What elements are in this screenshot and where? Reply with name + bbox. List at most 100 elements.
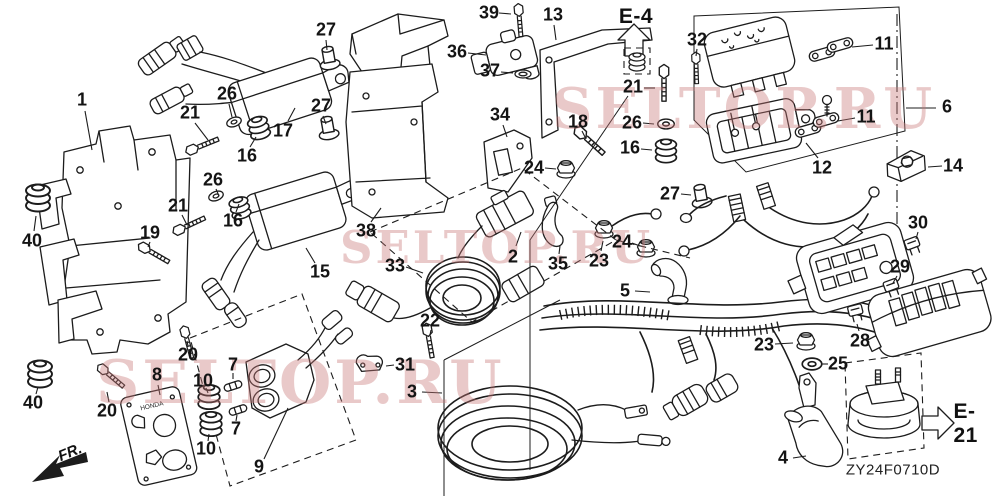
part-callout-18: 18 — [567, 111, 589, 132]
part-callout-27: 27 — [659, 183, 681, 204]
part-fusebox-open — [787, 221, 915, 315]
part-clip-31 — [355, 354, 384, 373]
bolt-icon — [691, 51, 702, 85]
part-fusebox-cover-lower — [866, 267, 992, 358]
part-e21-sensor — [847, 367, 921, 439]
bolt-icon — [94, 361, 127, 391]
collar-icon — [315, 114, 341, 142]
part-callout-26: 26 — [202, 169, 224, 190]
nut-icon — [796, 332, 816, 351]
part-callout-15: 15 — [309, 261, 331, 282]
washer-icon — [657, 118, 675, 130]
collar-icon — [316, 44, 342, 72]
part-fusebox-body — [705, 98, 816, 164]
ref-tag-e4: E-4 — [618, 5, 654, 28]
part-callout-25: 25 — [827, 353, 849, 374]
part-callout-26: 26 — [621, 112, 643, 133]
part-callout-21: 21 — [179, 102, 201, 123]
part-harness-12 — [678, 182, 880, 257]
washer-icon — [801, 357, 823, 371]
fuse-icon — [846, 302, 866, 324]
part-cable-2 — [457, 189, 545, 303]
part-terminal-arm — [798, 372, 817, 409]
part-callout-16: 16 — [236, 145, 258, 166]
part-callout-16: 16 — [619, 137, 641, 158]
part-callout-9: 9 — [253, 456, 265, 477]
part-callout-23: 23 — [753, 334, 775, 355]
part-callout-34: 34 — [489, 104, 511, 125]
part-callout-24: 24 — [523, 157, 545, 178]
bolt-icon — [658, 63, 670, 102]
grommet-icon — [628, 52, 646, 72]
bolt-icon — [513, 2, 526, 38]
bushing-icon — [199, 410, 223, 438]
bolt-icon — [183, 134, 221, 157]
part-sensor-36 — [470, 29, 540, 80]
part-tube-5 — [650, 257, 689, 306]
part-harness-main — [539, 208, 896, 421]
part-callout-33: 33 — [384, 255, 406, 276]
part-panel-8: HONDA — [120, 386, 198, 486]
part-callout-36: 36 — [446, 41, 468, 62]
part-battery-cable-3 — [437, 299, 671, 496]
part-socket-assembly-9 — [245, 309, 354, 419]
part-clip-nut-14 — [886, 149, 926, 183]
part-callout-10: 10 — [195, 438, 217, 459]
group-boundary — [368, 167, 691, 323]
part-callout-39: 39 — [478, 2, 500, 23]
fuse-link-icon — [811, 110, 841, 130]
part-boot-4 — [784, 405, 844, 468]
grommet-icon — [27, 359, 53, 389]
fuse-link-icon — [825, 35, 855, 55]
part-callout-2: 2 — [507, 246, 519, 267]
part-fusebox-cover-6 — [703, 16, 796, 98]
part-coil-15 — [201, 171, 360, 329]
grommet-icon — [654, 138, 678, 164]
part-callout-35: 35 — [547, 253, 569, 274]
part-callout-19: 19 — [139, 222, 161, 243]
part-callout-1: 1 — [76, 89, 88, 110]
part-callout-10: 10 — [192, 370, 214, 391]
part-coil-17 — [227, 57, 350, 136]
part-callout-28: 28 — [849, 330, 871, 351]
part-bracket-stay — [35, 125, 191, 355]
e4-ref-box — [623, 47, 651, 75]
part-callout-21: 21 — [167, 195, 189, 216]
part-callout-12: 12 — [811, 157, 833, 178]
part-callout-14: 14 — [942, 155, 964, 176]
leader-lines — [33, 12, 943, 460]
part-clamp-35 — [541, 195, 564, 248]
part-bracket-34 — [483, 129, 533, 193]
part-callout-23: 23 — [588, 250, 610, 271]
part-bracket-38 — [345, 13, 449, 219]
part-callout-11: 11 — [874, 33, 894, 54]
part-callout-6: 6 — [941, 96, 953, 117]
part-callout-5: 5 — [619, 280, 631, 301]
part-callout-27: 27 — [310, 95, 332, 116]
part-callout-16: 16 — [222, 210, 244, 231]
part-callout-8: 8 — [151, 364, 163, 385]
part-callout-40: 40 — [22, 392, 44, 413]
part-callout-13: 13 — [542, 4, 564, 25]
part-callout-30: 30 — [907, 212, 929, 233]
part-callout-31: 31 — [394, 354, 416, 375]
e21-arrow-icon — [921, 406, 955, 440]
part-callout-3: 3 — [406, 381, 418, 402]
part-link-7 — [223, 380, 243, 392]
part-callout-20: 20 — [177, 344, 199, 365]
part-harness-connectors — [137, 35, 281, 115]
part-link-7 — [228, 404, 248, 416]
fr-arrow-icon — [32, 452, 88, 482]
group-frame-6 — [693, 6, 906, 173]
part-callout-20: 20 — [96, 400, 118, 421]
part-coil-cable-33 — [345, 256, 501, 326]
grommet-icon — [25, 183, 51, 213]
part-callout-21: 21 — [622, 76, 644, 97]
part-callout-7: 7 — [227, 354, 239, 375]
nut-icon — [556, 160, 576, 179]
part-callout-26: 26 — [216, 83, 238, 104]
part-callout-4: 4 — [777, 447, 789, 468]
part-callout-11: 11 — [856, 106, 876, 127]
